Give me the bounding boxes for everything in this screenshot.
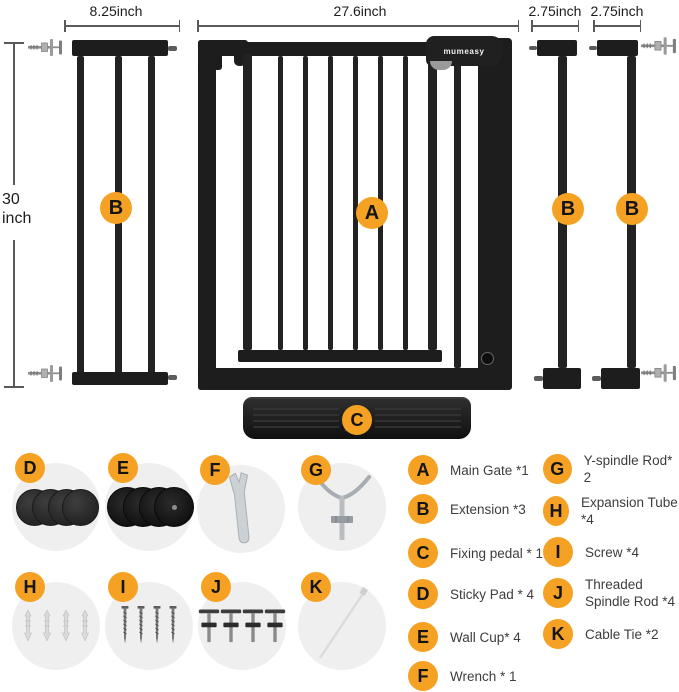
legend-label: Wall Cup* 4 — [450, 629, 521, 645]
legend-label: Threaded Spindle Rod *4 — [585, 577, 676, 609]
legend-label: Cable Tie *2 — [585, 626, 659, 642]
legend-badge-c: C — [408, 538, 438, 568]
dimension-line-tube2 — [593, 20, 641, 32]
legend-item-cable-tie: K Cable Tie *2 — [543, 619, 659, 649]
dimension-label-extension: 8.25inch — [89, 3, 143, 19]
y-spindle-rod-icon — [313, 473, 371, 540]
legend-label: Expansion Tube *4 — [580, 495, 678, 527]
legend-badge-d: D — [408, 579, 438, 609]
legend-item-extension: B Extension *3 — [408, 494, 526, 524]
height-dimension-line-lower — [13, 240, 15, 386]
threaded-spindle-rod-icon — [28, 37, 64, 57]
gate-bar — [328, 56, 333, 350]
legend-badge-g: G — [543, 454, 572, 484]
badge-part-e: E — [108, 453, 138, 483]
screws-icon — [120, 606, 178, 646]
legend-item-main-gate: A Main Gate *1 — [408, 455, 529, 485]
badge-extension-right-2: B — [616, 193, 648, 225]
legend-badge-j: J — [543, 578, 573, 608]
threaded-spindle-rods-icon — [198, 605, 286, 647]
badge-extension-right-1: B — [552, 193, 584, 225]
legend-item-fixing-pedal: C Fixing pedal * 1 — [408, 538, 543, 568]
gate-bracket — [198, 40, 222, 70]
legend-label: Wrench * 1 — [450, 668, 517, 684]
dimension-line-tube1 — [531, 20, 579, 32]
expansion-tubes-icon — [22, 610, 91, 642]
legend-item-threaded-spindle-rod: J Threaded Spindle Rod *4 — [543, 576, 675, 610]
legend-badge-f: F — [408, 661, 438, 691]
badge-part-j: J — [201, 572, 231, 602]
dimension-line-extension — [64, 20, 180, 32]
badge-part-h: H — [15, 572, 45, 602]
dimension-label-gate: 27.6inch — [333, 3, 387, 19]
legend-label: Extension *3 — [450, 501, 526, 517]
badge-fixing-pedal: C — [342, 405, 372, 435]
legend-badge-e: E — [408, 622, 438, 652]
legend-label: Screw *4 — [585, 544, 640, 560]
legend-badge-h: H — [543, 496, 569, 526]
gate-bar — [403, 56, 408, 350]
cable-tie-icon — [318, 587, 368, 659]
height-dimension-label: 30 inch — [2, 191, 32, 227]
brand-logo: mumeasy — [443, 46, 485, 56]
badge-part-k: K — [301, 572, 331, 602]
gate-bar — [303, 56, 308, 350]
badge-part-g: G — [301, 455, 331, 485]
legend-item-y-spindle-rod: G Y-spindle Rod* 2 — [543, 452, 679, 486]
gate-bar — [353, 56, 358, 350]
legend-badge-b: B — [408, 494, 438, 524]
threaded-spindle-rod-icon — [641, 362, 678, 383]
legend-item-sticky-pad: D Sticky Pad * 4 — [408, 579, 534, 609]
wrench-icon — [229, 472, 250, 544]
gate-latch-thumb — [430, 61, 452, 70]
legend-item-wrench: F Wrench * 1 — [408, 661, 517, 691]
height-dimension-line-upper — [13, 42, 15, 185]
legend-badge-i: I — [543, 537, 573, 567]
legend-label: Fixing pedal * 1 — [450, 545, 544, 561]
legend-item-expansion-tube: H Expansion Tube *4 — [543, 494, 679, 528]
legend-item-screw: I Screw *4 — [543, 537, 639, 567]
badge-main-gate: A — [356, 197, 388, 229]
dimension-label-tube2: 2.75inch — [590, 3, 644, 19]
sticky-pads-icon — [12, 463, 100, 551]
badge-part-i: I — [108, 572, 138, 602]
legend-item-wall-cup: E Wall Cup* 4 — [408, 622, 521, 652]
main-gate-graphic: mumeasy — [198, 36, 512, 390]
legend-label: Main Gate *1 — [450, 462, 529, 478]
threaded-spindle-rod-icon — [641, 35, 678, 56]
dimension-line-gate — [197, 20, 519, 32]
badge-part-f: F — [200, 455, 230, 485]
badge-extension-left: B — [100, 192, 132, 224]
gate-bar — [454, 54, 461, 368]
wall-cups-icon — [105, 463, 194, 551]
dimension-label-tube1: 2.75inch — [528, 3, 582, 19]
legend-label: Sticky Pad * 4 — [450, 586, 535, 602]
legend-badge-a: A — [408, 455, 438, 485]
gate-bar — [428, 54, 437, 350]
gate-bar — [243, 54, 252, 350]
legend-label: Y-spindle Rod* 2 — [583, 453, 673, 485]
height-dimension-bottom-cap — [4, 386, 24, 388]
badge-part-d: D — [15, 453, 45, 483]
gate-bar — [278, 56, 283, 350]
legend-badge-k: K — [543, 619, 573, 649]
threaded-spindle-rod-icon — [28, 363, 64, 383]
gate-pivot — [481, 352, 494, 365]
